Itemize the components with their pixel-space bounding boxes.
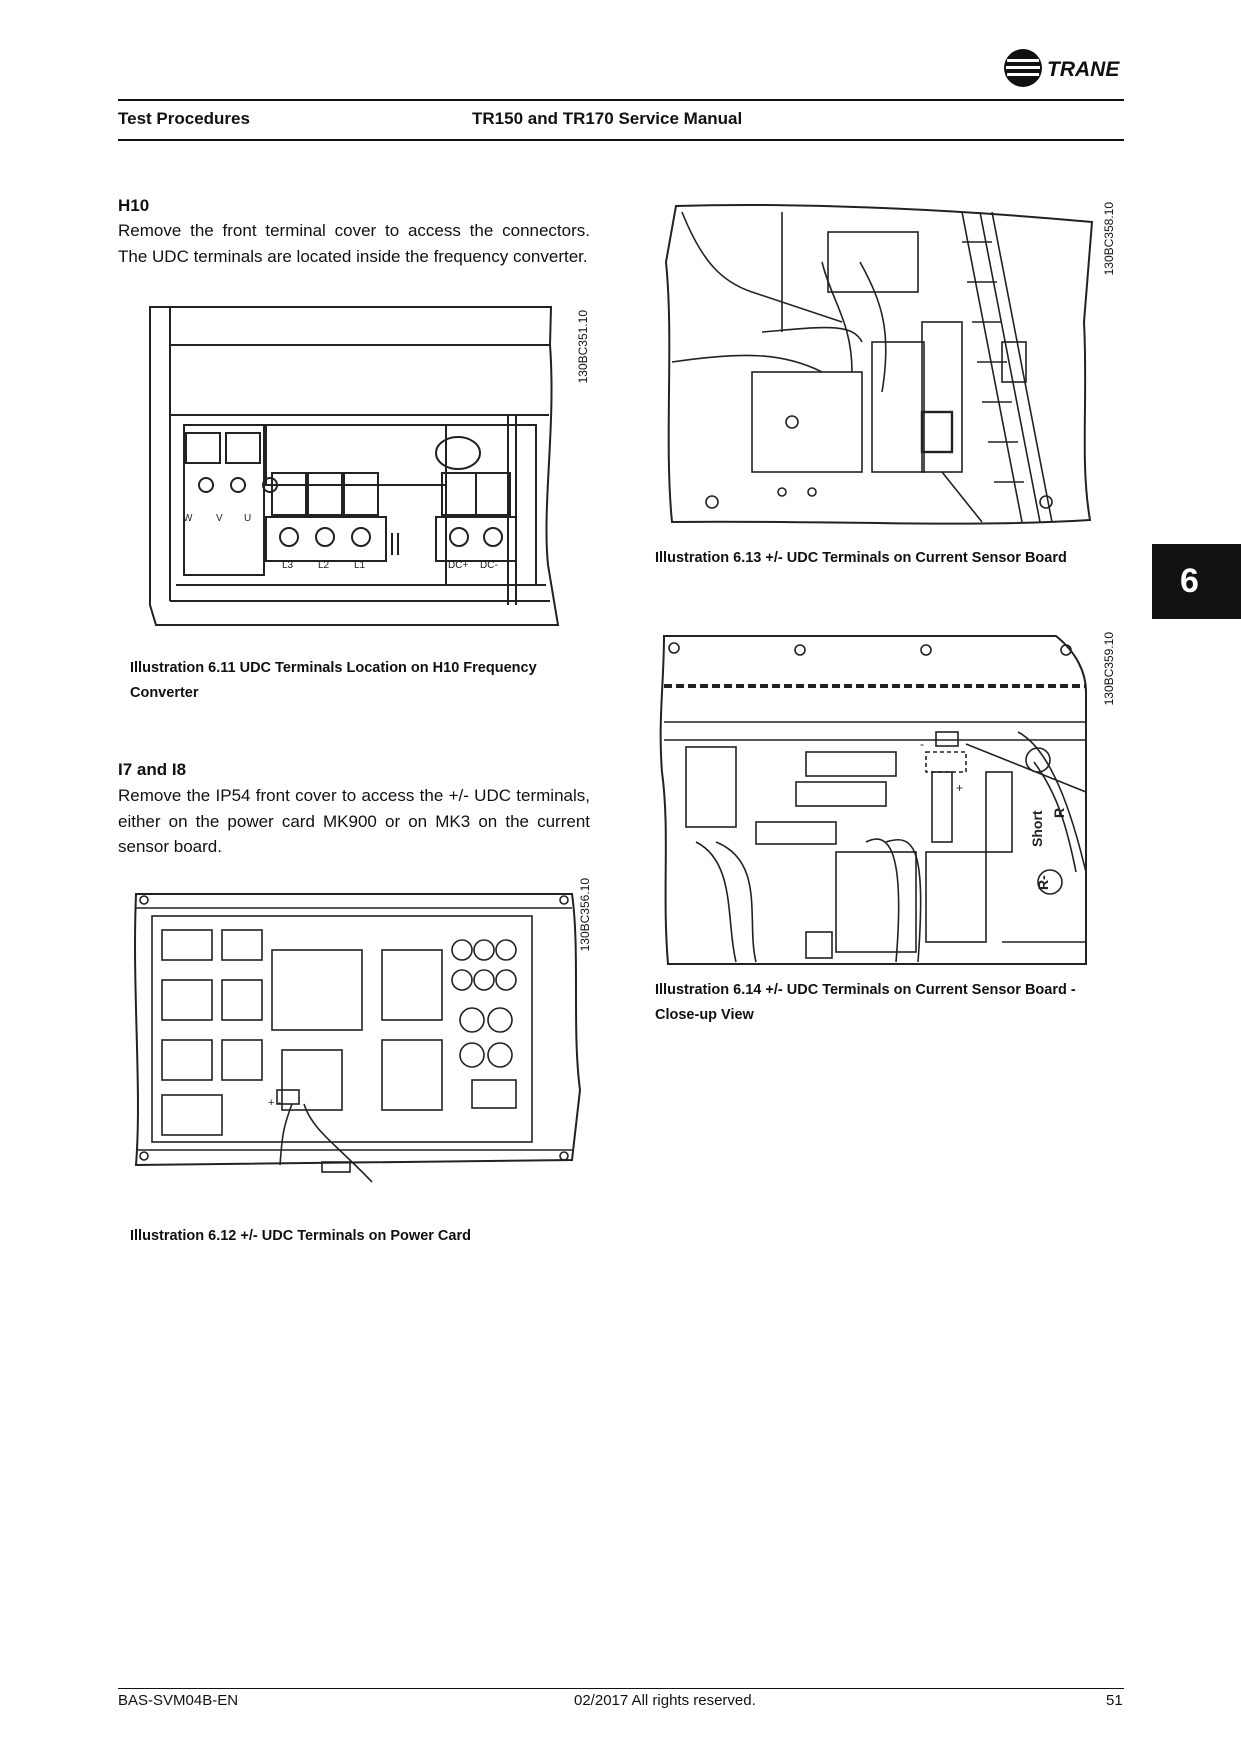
illustration-code-6-14: 130BC359.10 [1102, 632, 1116, 706]
illustration-6-13 [662, 202, 1094, 528]
label-dc-minus: DC- [480, 560, 498, 571]
footer-rule [118, 1688, 1124, 1689]
footer-date: 02/2017 All rights reserved. [574, 1692, 756, 1709]
label-short: Short [1029, 810, 1045, 847]
label-plus-minus: + - [268, 1097, 281, 1109]
brand-text: TRANE [1047, 58, 1120, 81]
section-title-i7-i8: I7 and I8 [118, 760, 187, 779]
page-number: 51 [1106, 1692, 1123, 1709]
label-minus: - [920, 737, 924, 751]
header-section: Test Procedures [118, 109, 250, 128]
illustration-code-6-13: 130BC358.10 [1102, 202, 1116, 276]
illustration-6-14: - + Short R R- [656, 632, 1092, 972]
label-l2: L2 [318, 560, 330, 571]
caption-6-13: Illustration 6.13 +/- UDC Terminals on C… [655, 550, 1067, 566]
caption-6-12: Illustration 6.12 +/- UDC Terminals on P… [130, 1228, 471, 1244]
footer-doc-id: BAS-SVM04B-EN [118, 1692, 239, 1709]
section-text-i7-i8: Remove the IP54 front cover to access th… [118, 786, 590, 856]
header-title: TR150 and TR170 Service Manual [472, 109, 743, 128]
label-v: V [216, 513, 223, 524]
label-plus: + [956, 781, 963, 795]
label-r: R [1051, 808, 1067, 818]
label-l1: L1 [354, 560, 366, 571]
label-l3: L3 [282, 560, 294, 571]
illustration-code-6-12: 130BC356.10 [578, 878, 592, 952]
illustration-code-6-11: 130BC351.10 [576, 310, 590, 384]
chapter-tab: 6 [1152, 544, 1241, 619]
header-top-rule [118, 99, 1124, 101]
label-r-minus: R- [1035, 875, 1051, 890]
section-text-h10: Remove the front terminal cover to acces… [118, 221, 590, 266]
illustration-6-12: + - [132, 890, 587, 1210]
caption-6-11: Illustration 6.11 UDC Terminals Location… [130, 660, 537, 701]
header-bottom-rule [118, 139, 1124, 141]
label-w: W [183, 513, 193, 524]
illustration-6-11: W V U L3 L2 L1 DC+ DC- [146, 305, 586, 651]
section-title-h10: H10 [118, 196, 150, 215]
caption-6-14: Illustration 6.14 +/- UDC Terminals on C… [655, 982, 1076, 1023]
label-u: U [244, 513, 251, 524]
trane-logo: TRANE [1003, 46, 1133, 90]
label-dc-plus: DC+ [448, 560, 468, 571]
